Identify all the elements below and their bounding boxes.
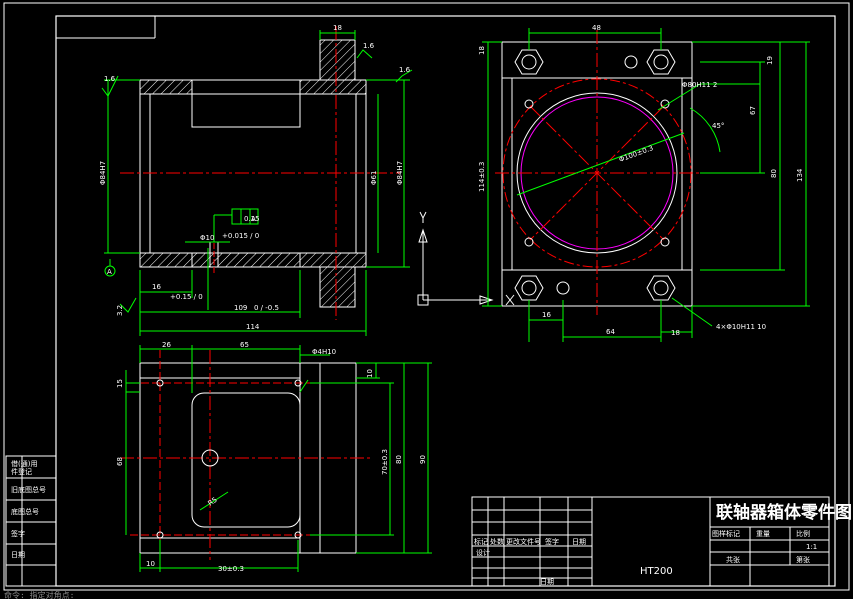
left-panel: 借(通)用 件登记 旧底图总号 底图总号 签字 日期: [5, 455, 57, 587]
tb-left-4: 日期: [572, 538, 586, 546]
tb-header-0: 图样标记: [712, 529, 740, 538]
hatch-top-right: [299, 39, 367, 95]
dim-rough-left: 1.6: [104, 75, 116, 83]
tb-design: 设计: [476, 548, 490, 557]
dim-18: 18: [333, 24, 342, 32]
dim-side-b16: 16: [542, 311, 551, 319]
title-block: [471, 496, 830, 587]
hatch-bottom-right: [299, 252, 367, 308]
drawing-title: 联轴器箱体零件图: [716, 502, 852, 523]
tb-scale: 1:1: [806, 543, 817, 551]
dim-phi84-2: Φ84H7: [396, 161, 404, 185]
left-label-3: 底图总号: [11, 507, 39, 516]
dim-side-19: 19: [766, 56, 774, 65]
tb-total: 共张: [726, 555, 740, 564]
tb-left-0: 标记: [474, 537, 488, 546]
left-label-4: 签字: [11, 529, 25, 538]
dim-rough-bottom: 3.2: [116, 305, 124, 316]
left-label-2: 旧底图总号: [11, 485, 46, 494]
ucs-icon: [417, 211, 515, 306]
dim-phi61: Φ61: [370, 171, 378, 185]
tb-header-2: 比例: [796, 529, 810, 538]
tb-left-3: 签字: [545, 537, 559, 546]
status-bar: 命令: 指定对角点:: [4, 591, 75, 599]
dim-top-b30: 30±0.3: [218, 565, 244, 573]
dim-16: 16: [152, 283, 161, 291]
dim-hole-tol: +0.015 / 0: [222, 232, 259, 240]
dim-top-10: 10: [366, 369, 374, 378]
dim-side-114: 114±0.3: [478, 162, 486, 192]
inner-frame: [55, 15, 836, 587]
left-label-5: 日期: [11, 551, 25, 559]
tb-left-1: 处数: [490, 537, 504, 546]
dim-16-tol: +0.15 / 0: [170, 293, 203, 301]
dim-top-r5: R5: [207, 496, 219, 508]
dim-side-80: 80: [770, 169, 778, 178]
dim-top-68: 68: [116, 457, 124, 466]
tb-header-1: 重量: [756, 530, 770, 538]
top-window: [191, 79, 301, 128]
top-view: 26 65 Φ4H10 15 68 10 70±0.3 80 90 R5 10 …: [116, 341, 432, 573]
dim-side-48: 48: [592, 24, 601, 32]
dim-rough-right: 1.6: [399, 66, 411, 74]
dim-side-bolt-circle: Φ80H11 2: [682, 81, 717, 89]
dim-rough-top: 1.6: [363, 42, 375, 50]
dim-side-18: 18: [478, 46, 486, 55]
outer-frame: [3, 2, 850, 591]
dim-side-angle: 45°: [712, 122, 724, 130]
dim-side-b64: 64: [606, 328, 615, 336]
dim-side-67: 67: [749, 106, 757, 115]
dim-tol: 0.15: [244, 215, 260, 223]
hatch-bottom-left: [139, 252, 193, 268]
left-label-0: 借(通)用: [11, 459, 37, 468]
front-section-view: 18 1.6 1.6 1.6 Φ84H7 Φ61 Φ84H7 0.15 A Φ1…: [99, 24, 413, 336]
dim-top-80: 80: [395, 455, 403, 464]
dim-109: 109: [234, 304, 247, 312]
tb-date: 日期: [540, 578, 554, 586]
dim-side-134: 134: [796, 168, 804, 182]
dim-top-15: 15: [116, 379, 124, 388]
side-view: 48 18 19 Φ80H11 2 67 45° Φ100±0.3 114±0.…: [478, 24, 810, 342]
dim-top-70: 70±0.3: [381, 449, 389, 475]
dim-hole: Φ10: [200, 234, 214, 242]
dim-109-tol: 0 / -0.5: [254, 304, 279, 312]
dim-top-26: 26: [162, 341, 171, 349]
datum-A-symbol: [104, 259, 116, 277]
dim-top-90: 90: [419, 455, 427, 464]
dim-side-bolt-hole: 4×Φ10H11 10: [716, 323, 766, 331]
datum-A-label: A: [107, 268, 112, 276]
dim-top-65: 65: [240, 341, 249, 349]
dim-top-hole: Φ4H10: [312, 348, 336, 356]
tb-page: 第张: [796, 555, 810, 564]
dim-phi84: Φ84H7: [99, 161, 107, 185]
tb-material: HT200: [640, 566, 673, 577]
dim-datum: A: [251, 215, 256, 223]
dim-114: 114: [246, 323, 260, 331]
dim-top-b10: 10: [146, 560, 155, 568]
tb-left-2: 更改文件号: [506, 537, 541, 546]
left-label-1: 件登记: [11, 467, 32, 476]
dim-side-b18: 18: [671, 329, 680, 337]
hatch-top-left: [139, 79, 193, 95]
